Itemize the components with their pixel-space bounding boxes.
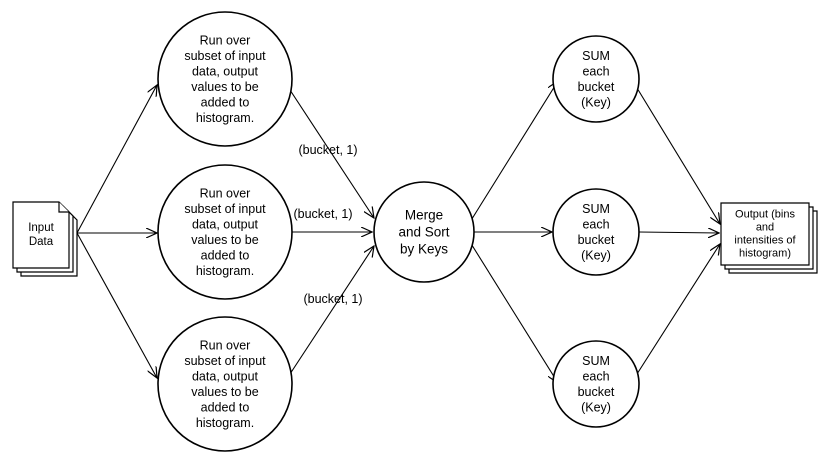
reducer-node-2-label: bucket (578, 233, 615, 247)
mapper-node-2-label: added to (201, 248, 250, 262)
output-node-label: histogram) (739, 248, 791, 260)
reducer-node-2-label: (Key) (581, 248, 611, 262)
reducer-node-1-circle (552, 35, 640, 123)
mapper-node-3-label: Run over (200, 338, 251, 352)
output-node-label: Output (bins (735, 209, 795, 221)
reducer-node-1-label: bucket (578, 80, 615, 94)
mapper-node-2-label: histogram. (196, 264, 254, 278)
edge-mapper-1-to-merge (289, 89, 374, 218)
edge-label-bucket-3: (bucket, 1) (303, 292, 362, 306)
mapper-node-2-circle (157, 164, 293, 300)
reducer-node-3-label: each (582, 369, 609, 383)
output-node-label: intensities of (734, 235, 796, 247)
merge-sort-node-label: by Keys (400, 242, 448, 257)
edge-mapper-3-to-merge (289, 246, 374, 375)
mapper-node-3-label: values to be (191, 385, 258, 399)
mapper-node-2-label: Run over (200, 186, 251, 200)
mapper-node-2-label: subset of input (184, 202, 266, 216)
reducer-node-2-label: SUM (582, 202, 610, 216)
mapper-node-3-label: histogram. (196, 416, 254, 430)
reducer-node-3-circle (552, 340, 640, 428)
mapper-node-1-label: Run over (200, 33, 251, 47)
mapper-node-1-label: histogram. (196, 111, 254, 125)
edge-reducer-1-to-output (636, 87, 720, 224)
mapper-node-1-label: values to be (191, 80, 258, 94)
edge-labels: (bucket, 1) (bucket, 1) (bucket, 1) (293, 143, 362, 306)
input-data-node-fold (58, 202, 69, 213)
edge-reducer-3-to-output (636, 244, 720, 375)
input-data-node-label: Input (28, 222, 54, 234)
mapper-node-2-label: data, output (192, 217, 259, 231)
merge-sort-node-label: and Sort (398, 225, 449, 240)
reducer-node-2-circle (552, 188, 640, 276)
edge-input-to-mapper-1 (76, 85, 157, 234)
mapper-node-1-label: added to (201, 95, 250, 109)
mapper-node-3-label: data, output (192, 369, 259, 383)
merge-sort-node-circle (373, 181, 475, 283)
merge-sort-node: Merge and Sort by Keys (373, 181, 475, 283)
reducer-node-3-label: bucket (578, 385, 615, 399)
output-node-label: and (756, 222, 774, 234)
edge-reducer-2-to-output (638, 232, 719, 233)
input-data-node-page (12, 201, 70, 269)
reducer-node-1-label: each (582, 64, 609, 78)
merge-sort-node-label: Merge (405, 208, 443, 223)
mapper-node-3-label: added to (201, 400, 250, 414)
reducer-node-3-label: SUM (582, 354, 610, 368)
mapper-node-2-label: values to be (191, 233, 258, 247)
mapper-node-1-circle (157, 11, 293, 147)
reducer-node-1-label: (Key) (581, 95, 611, 109)
mapper-node-1-label: data, output (192, 64, 259, 78)
reducer-node-3-label: (Key) (581, 400, 611, 414)
edge-label-bucket-2: (bucket, 1) (293, 207, 352, 221)
input-data-node-label: Data (29, 236, 54, 248)
edge-input-to-mapper-3 (76, 232, 157, 378)
reducer-node-2-label: each (582, 217, 609, 231)
mapper-node-3-label: subset of input (184, 354, 266, 368)
output-node-page (720, 202, 810, 266)
edge-label-bucket-1: (bucket, 1) (298, 143, 357, 157)
reducer-node-1-label: SUM (582, 49, 610, 63)
edges (76, 81, 720, 383)
edge-merge-to-reducer-1 (469, 81, 558, 223)
mapper-node-1-label: subset of input (184, 49, 266, 63)
edge-merge-to-reducer-3 (469, 241, 558, 383)
mapper-node-3-circle (157, 316, 293, 452)
